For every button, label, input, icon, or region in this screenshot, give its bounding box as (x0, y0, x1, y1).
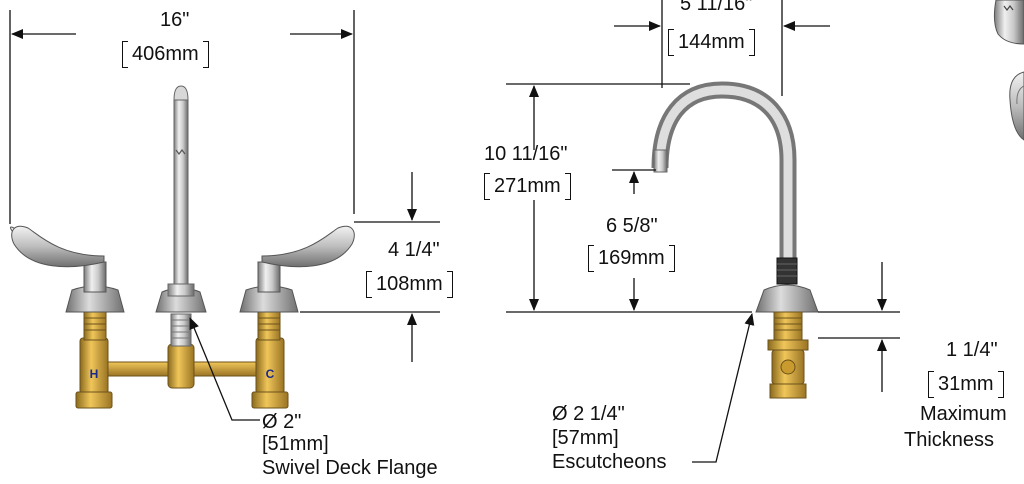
center-tee (167, 313, 195, 389)
flange-name: Swivel Deck Flange (262, 457, 438, 479)
side-view-faucet (651, 81, 819, 399)
overall-width-inches: 16" (160, 9, 190, 31)
deck-note-maximum: Maximum (920, 403, 1007, 425)
spout-height-inches: 6 5/8" (606, 215, 658, 237)
escutcheon-diameter-mm: [57mm] (552, 427, 619, 449)
spout-reach-mm: 144mm (668, 29, 755, 56)
cold-mark: C (266, 367, 275, 381)
overall-width-mm: 406mm (122, 41, 209, 68)
spout-height-mm: 169mm (588, 245, 675, 272)
front-spout (167, 85, 195, 297)
escutcheon-name: Escutcheons (552, 451, 667, 473)
overall-height-inches: 10 11/16" (484, 143, 568, 165)
flange-diameter: Ø 2" (262, 411, 302, 433)
left-valve-body (75, 305, 113, 409)
overall-height-mm: 271mm (484, 173, 571, 200)
hot-mark: H (90, 367, 99, 381)
flange-diameter-mm: [51mm] (262, 433, 329, 455)
deck-thickness-mm: 31mm (928, 371, 1004, 398)
spout-reach-inches: 5 11/16" (680, 0, 753, 15)
handle-height-inches: 4 1/4" (388, 239, 440, 261)
partial-top-view (993, 0, 1024, 141)
handle-height-mm: 108mm (366, 271, 453, 298)
escutcheon-diameter: Ø 2 1/4" (552, 403, 625, 425)
front-view-faucet: H C (10, 85, 355, 409)
side-view-dimensions (506, 0, 900, 463)
right-valve-body (251, 305, 289, 409)
front-view-dimensions (9, 10, 440, 421)
deck-note-thickness: Thickness (904, 429, 995, 451)
right-wrist-blade-handle (261, 225, 355, 268)
gooseneck-spout (651, 81, 797, 262)
deck-thickness-inches: 1 1/4" (946, 339, 998, 361)
